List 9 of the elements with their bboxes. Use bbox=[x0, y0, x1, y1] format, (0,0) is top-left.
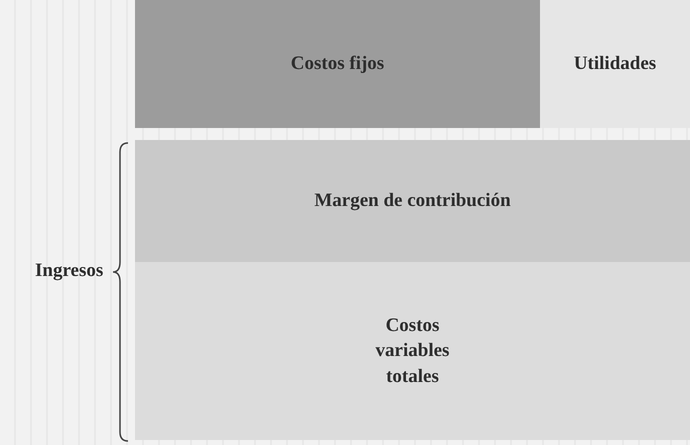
cost-block bbox=[135, 0, 540, 128]
cost-block bbox=[135, 262, 690, 440]
block-label: Margen de contribución bbox=[314, 189, 511, 214]
margin-block bbox=[135, 140, 690, 262]
block-label: Costos variables totales bbox=[374, 314, 450, 389]
block-label: Costos fijos bbox=[290, 52, 384, 76]
profit-block bbox=[540, 0, 690, 128]
bracket-label: Ingresos bbox=[35, 259, 104, 283]
block-label: Utilidades bbox=[574, 52, 656, 76]
